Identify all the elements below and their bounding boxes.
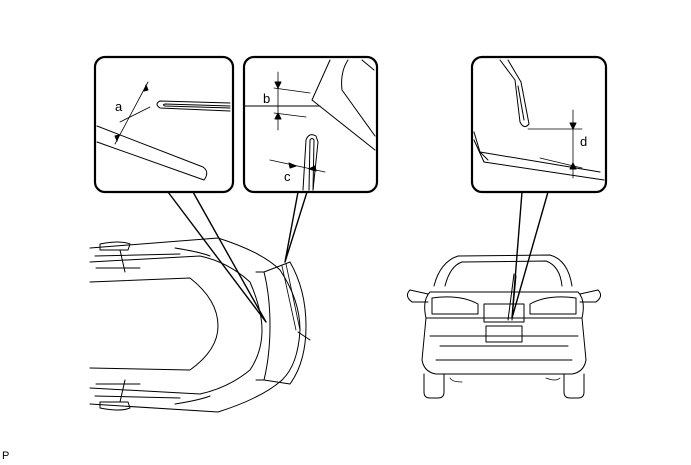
- car-rear-view: [406, 254, 602, 399]
- callout-bc: b c: [242, 55, 379, 263]
- label-b: b: [263, 91, 270, 106]
- figure-code: P: [2, 450, 10, 462]
- callout-a: a: [93, 55, 267, 323]
- label-c: c: [284, 169, 291, 184]
- label-a: a: [115, 99, 123, 114]
- callout-d: d: [470, 55, 608, 319]
- car-top-view: [89, 237, 311, 413]
- label-d: d: [580, 134, 587, 149]
